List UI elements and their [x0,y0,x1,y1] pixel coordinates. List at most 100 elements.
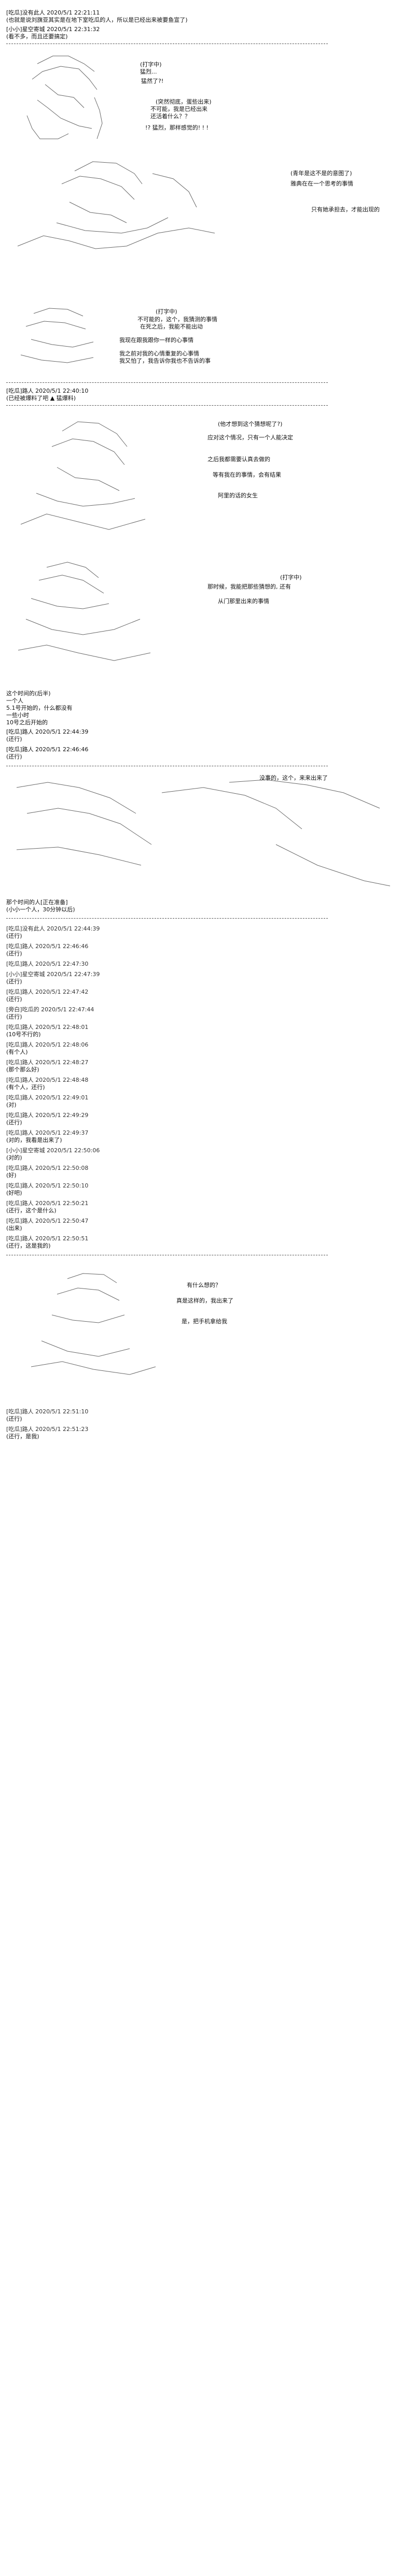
log-line: [吃瓜]路人 2020/5/1 22:50:47 [6,1218,89,1224]
log-line: (出来) [6,1225,22,1232]
divider [6,405,328,406]
log-line: [吃瓜]路人 2020/5/1 22:48:48 [6,1077,89,1083]
ascii-art-illustration [16,416,166,540]
dialogue-line: 我之前对我的心情重复的心事情 [119,350,199,357]
ascii-art-drawing [20,308,94,363]
dialogue-line: 应对这个情况，只有一个人能决定 [207,434,293,441]
log-line: (有个人) [6,1049,28,1055]
dialogue-line: 之后我都需要认真去做的 [207,456,270,463]
dialogue-line: 等有我在的事情，会有结果 [213,471,281,478]
log-line: (还行) [6,950,22,957]
log-line: (有个人，还行) [6,1084,45,1091]
dialogue-line: 那时候，我能把那些猜想的, 还有 [207,583,291,590]
narration-line: 一个人 [6,697,23,704]
dialogue-line: 猛然了?! [141,78,164,84]
log-line: [吃瓜]没有此人 2020/5/1 22:44:39 [6,925,100,932]
dialogue-line: 猛烈... [140,68,157,75]
log-line: (对) [6,1101,17,1108]
log-line: [吃瓜]路人 2020/5/1 22:48:01 [6,1024,89,1031]
log-line: [吃瓜]路人 2020/5/1 22:50:21 [6,1200,89,1207]
dialogue-line: 真是这样的，我出来了 [176,1297,233,1304]
post-body: (还行) [6,736,22,742]
ascii-art-illustration [17,51,115,144]
log-line: (还行) [6,996,22,1003]
log-line: (好) [6,1172,17,1179]
log-line: [吃瓜]路人 2020/5/1 22:50:51 [6,1235,89,1242]
dialogue-line: 在死之后，我能不能出动 [140,323,203,330]
post-body: (看不多，而且还要搞定) [6,33,68,40]
dialogue-line: (突然彻底，蛋些出来) [156,98,212,105]
log-line: (10号不行的) [6,1031,41,1038]
log-line: (还行) [6,1119,22,1126]
divider [6,382,328,383]
dialogue-line: !? 猛烈，那样感觉的! ! ! [145,124,209,131]
narration-line: 那个时间的人[正在准备] [6,899,68,906]
dialogue-line: 阿里的话的女生 [218,492,258,499]
log-line: (还行) [6,1415,22,1422]
narration-line: 10号之后开始的 [6,719,48,726]
log-line: (还行) [6,933,22,939]
log-line: (还行) [6,1013,22,1020]
divider [6,918,328,919]
ascii-art-drawing [18,562,151,661]
log-line: [小小]星空寄城 2020/5/1 22:50:06 [6,1147,100,1154]
ascii-art-illustration [10,303,109,370]
ascii-art-illustration [12,155,220,264]
dialogue-line: 不可能，我是已经出来 [150,106,207,112]
dialogue-line: 不可能的，这个，我猜测的事情 [137,316,217,323]
ascii-art-drawing [17,161,215,249]
log-line: [吃瓜]路人 2020/5/1 22:47:30 [6,961,89,967]
post-body: (还行) [6,753,22,760]
ascii-art-illustration [10,557,176,676]
dialogue-line: (打字中) [280,574,302,581]
ascii-art-drawing [20,421,146,530]
dialogue-line: (打字中) [140,61,162,68]
ascii-art-illustration [6,772,400,896]
log-line: (还行，是我) [6,1433,39,1440]
post-header: [吃瓜]路人 2020/5/1 22:44:39 [6,728,89,735]
post-body: (也就是说刘旗亚其实是在地下室吃瓜的人，所以是已经出来被要鱼宣了) [6,17,188,23]
narration-line: 一些小时 [6,712,29,719]
ascii-art-drawing [16,779,391,886]
log-line: [吃瓜]路人 2020/5/1 22:50:10 [6,1182,89,1189]
post-header: [小小]星空寄城 2020/5/1 22:31:32 [6,26,100,33]
post-header: [吃瓜]没有此人 2020/5/1 22:21:11 [6,9,100,16]
log-line: [吃瓜]路人 2020/5/1 22:51:10 [6,1408,89,1415]
dialogue-line: (打字中) [156,308,177,315]
dialogue-line: 还活着什么？？ [150,113,190,120]
ascii-art-drawing [31,1273,156,1375]
log-line: (那个那么好) [6,1066,39,1073]
log-line: [旁白]吃瓜的 2020/5/1 22:47:44 [6,1006,94,1013]
log-line: (对的) [6,1154,22,1161]
log-line: [吃瓜]路人 2020/5/1 22:49:01 [6,1094,89,1101]
log-line: [吃瓜]路人 2020/5/1 22:46:46 [6,943,89,950]
dialogue-line: (他才想到这个猜想呢了?) [218,421,283,427]
log-line: [吃瓜]路人 2020/5/1 22:48:27 [6,1059,89,1066]
dialogue-line: (青年是这不是的意图了) [290,170,352,177]
log-line: [吃瓜]路人 2020/5/1 22:50:08 [6,1165,89,1171]
narration-line: 这个时间的(后半) [6,690,51,697]
post-header: [吃瓜]路人 2020/5/1 22:40:10 [6,388,89,394]
log-line: [吃瓜]路人 2020/5/1 22:51:23 [6,1426,89,1433]
narration-line: (小小一个人，30分钟以后) [6,906,75,913]
dialogue-line: 没事的，这个，来来出来了 [259,775,328,781]
dialogue-line: 是，把手机拿给我 [182,1318,227,1325]
log-line: [吃瓜]路人 2020/5/1 22:47:42 [6,989,89,995]
narration-line: 5.1号开始的，什么都没有 [6,705,73,711]
log-line: (对的，我看是出来了) [6,1137,62,1143]
log-line: (还行) [6,978,22,985]
log-line: [吃瓜]路人 2020/5/1 22:49:37 [6,1129,89,1136]
ascii-art-drawing [26,55,103,139]
log-line: [吃瓜]路人 2020/5/1 22:49:29 [6,1112,89,1119]
log-line: (还行，这个是什么) [6,1207,57,1214]
dialogue-line: 雅典在在一个思考的事情 [290,180,353,187]
post-header: [吃瓜]路人 2020/5/1 22:46:46 [6,746,89,753]
dialogue-line: 从门那里出来的事情 [218,598,269,605]
log-line: (好吧) [6,1190,22,1196]
ascii-art-illustration [21,1268,166,1382]
dialogue-line: 有什么想的？ [187,1282,221,1289]
dialogue-line: 我现在跟我跟你一样的心事情 [119,337,193,344]
log-line: [吃瓜]路人 2020/5/1 22:48:06 [6,1041,89,1048]
log-line: (还行，这是我的) [6,1242,51,1249]
